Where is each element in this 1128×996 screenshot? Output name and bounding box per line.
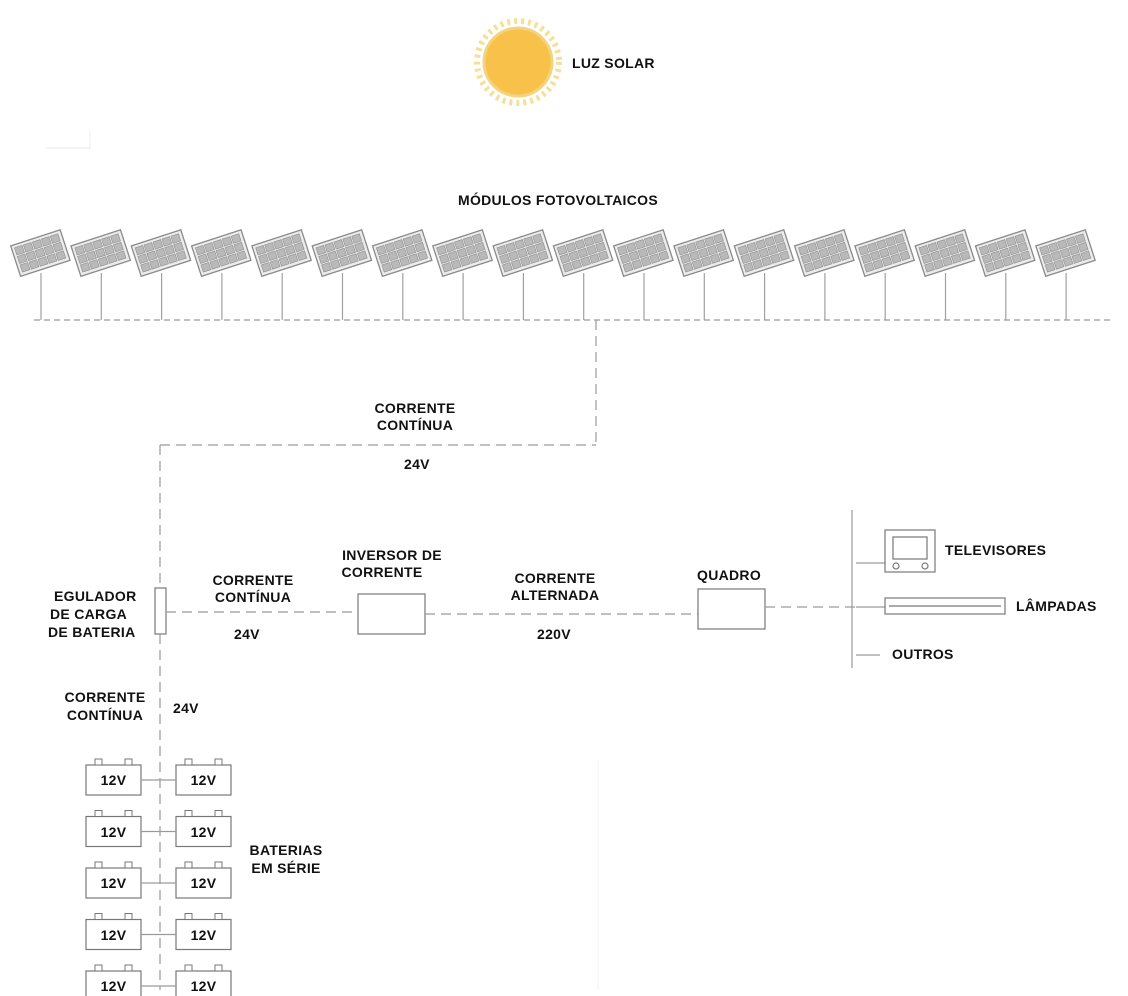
- solar-panel-icon: [130, 229, 192, 278]
- battery-icon: [85, 964, 142, 996]
- dc-label-batteries-line2: CONTÍNUA: [66, 707, 144, 723]
- ac-label-line2: ALTERNADA: [510, 587, 600, 603]
- ac-label-line1: CORRENTE: [514, 570, 596, 586]
- battery-voltage-label: 12V: [190, 823, 217, 840]
- inverter-label-line1: INVERSOR DE: [342, 547, 442, 563]
- battery-voltage-label: 12V: [100, 772, 127, 788]
- battery-icon: [175, 810, 232, 848]
- inverter-label-line2: CORRENTE: [341, 564, 423, 580]
- sun-icon: [474, 18, 562, 106]
- solar-panel-icon: [612, 229, 674, 278]
- regulator-box: [154, 587, 167, 635]
- photovoltaic-modules: [9, 229, 1096, 320]
- regulator-label-line1: EGULADOR: [54, 588, 137, 604]
- panelboard-label: QUADRO: [697, 567, 762, 583]
- solar-panel-icon: [9, 229, 71, 278]
- battery-icon: [175, 861, 232, 899]
- load-label-televisores: TELEVISORES: [945, 542, 1047, 558]
- battery-voltage-label: 12V: [190, 875, 217, 891]
- dc-label-inverter-line1: CORRENTE: [212, 572, 294, 588]
- battery-voltage-label: 12V: [100, 875, 127, 891]
- lamp-tube-icon: [884, 597, 1006, 615]
- battery-icon: [175, 758, 232, 796]
- dc-voltage-inverter: 24V: [234, 626, 260, 642]
- solar-panel-icon: [311, 229, 373, 278]
- battery-icon: [85, 810, 142, 848]
- solar-panel-icon: [552, 229, 614, 278]
- battery-voltage-label: 12V: [100, 978, 127, 994]
- panelboard-box: [697, 588, 766, 630]
- batteries-label-line1: BATERIAS: [249, 842, 323, 858]
- solar-panel-icon: [492, 229, 554, 278]
- solar-panel-icon: [70, 229, 132, 278]
- battery-icon: [85, 861, 142, 899]
- ac-voltage: 220V: [537, 626, 571, 642]
- solar-panel-icon: [190, 229, 252, 278]
- solar-panel-icon: [251, 229, 313, 278]
- dc-label-inverter-line2: CONTÍNUA: [214, 589, 292, 605]
- dc-label-panels-line2: CONTÍNUA: [376, 417, 454, 433]
- batteries-label-line2: EM SÉRIE: [251, 860, 321, 876]
- dc-voltage-batteries: 24V: [173, 700, 199, 716]
- regulator-label-line3: DE BATERIA: [48, 624, 136, 640]
- battery-voltage-label: 12V: [190, 926, 217, 943]
- solar-panel-icon: [974, 229, 1036, 278]
- battery-voltage-label: 12V: [100, 823, 127, 840]
- solar-panel-icon: [431, 229, 493, 278]
- solar-panel-icon: [793, 229, 855, 278]
- dc-label-panels-line1: CORRENTE: [374, 400, 456, 416]
- solar-panel-icon: [1034, 229, 1096, 278]
- solar-panel-icon: [914, 229, 976, 278]
- panel-bus-wiring: [34, 319, 1110, 588]
- battery-voltage-label: 12V: [100, 926, 127, 943]
- dc-label-batteries-line1: CORRENTE: [64, 689, 146, 705]
- battery-icon: [85, 758, 142, 796]
- tv-icon: [884, 529, 936, 573]
- battery-voltage-label: 12V: [190, 978, 217, 994]
- sun-label: LUZ SOLAR: [572, 55, 655, 71]
- regulator-label-line2: DE CARGA: [50, 606, 128, 622]
- battery-voltage-label: 12V: [190, 772, 217, 788]
- dc-voltage-panels: 24V: [404, 456, 430, 472]
- battery-icon: [85, 913, 142, 951]
- solar-panel-icon: [371, 229, 433, 278]
- battery-bank: [85, 758, 232, 996]
- load-label-outros: OUTROS: [892, 646, 954, 662]
- load-label-lampadas: LÂMPADAS: [1016, 598, 1097, 614]
- battery-icon: [175, 964, 232, 996]
- solar-panel-icon: [673, 229, 735, 278]
- solar-panel-icon: [854, 229, 916, 278]
- panels-title: MÓDULOS FOTOVOLTAICOS: [458, 192, 658, 208]
- solar-panel-icon: [733, 229, 795, 278]
- inverter-box: [357, 593, 426, 635]
- load-distribution-lines: [765, 510, 885, 668]
